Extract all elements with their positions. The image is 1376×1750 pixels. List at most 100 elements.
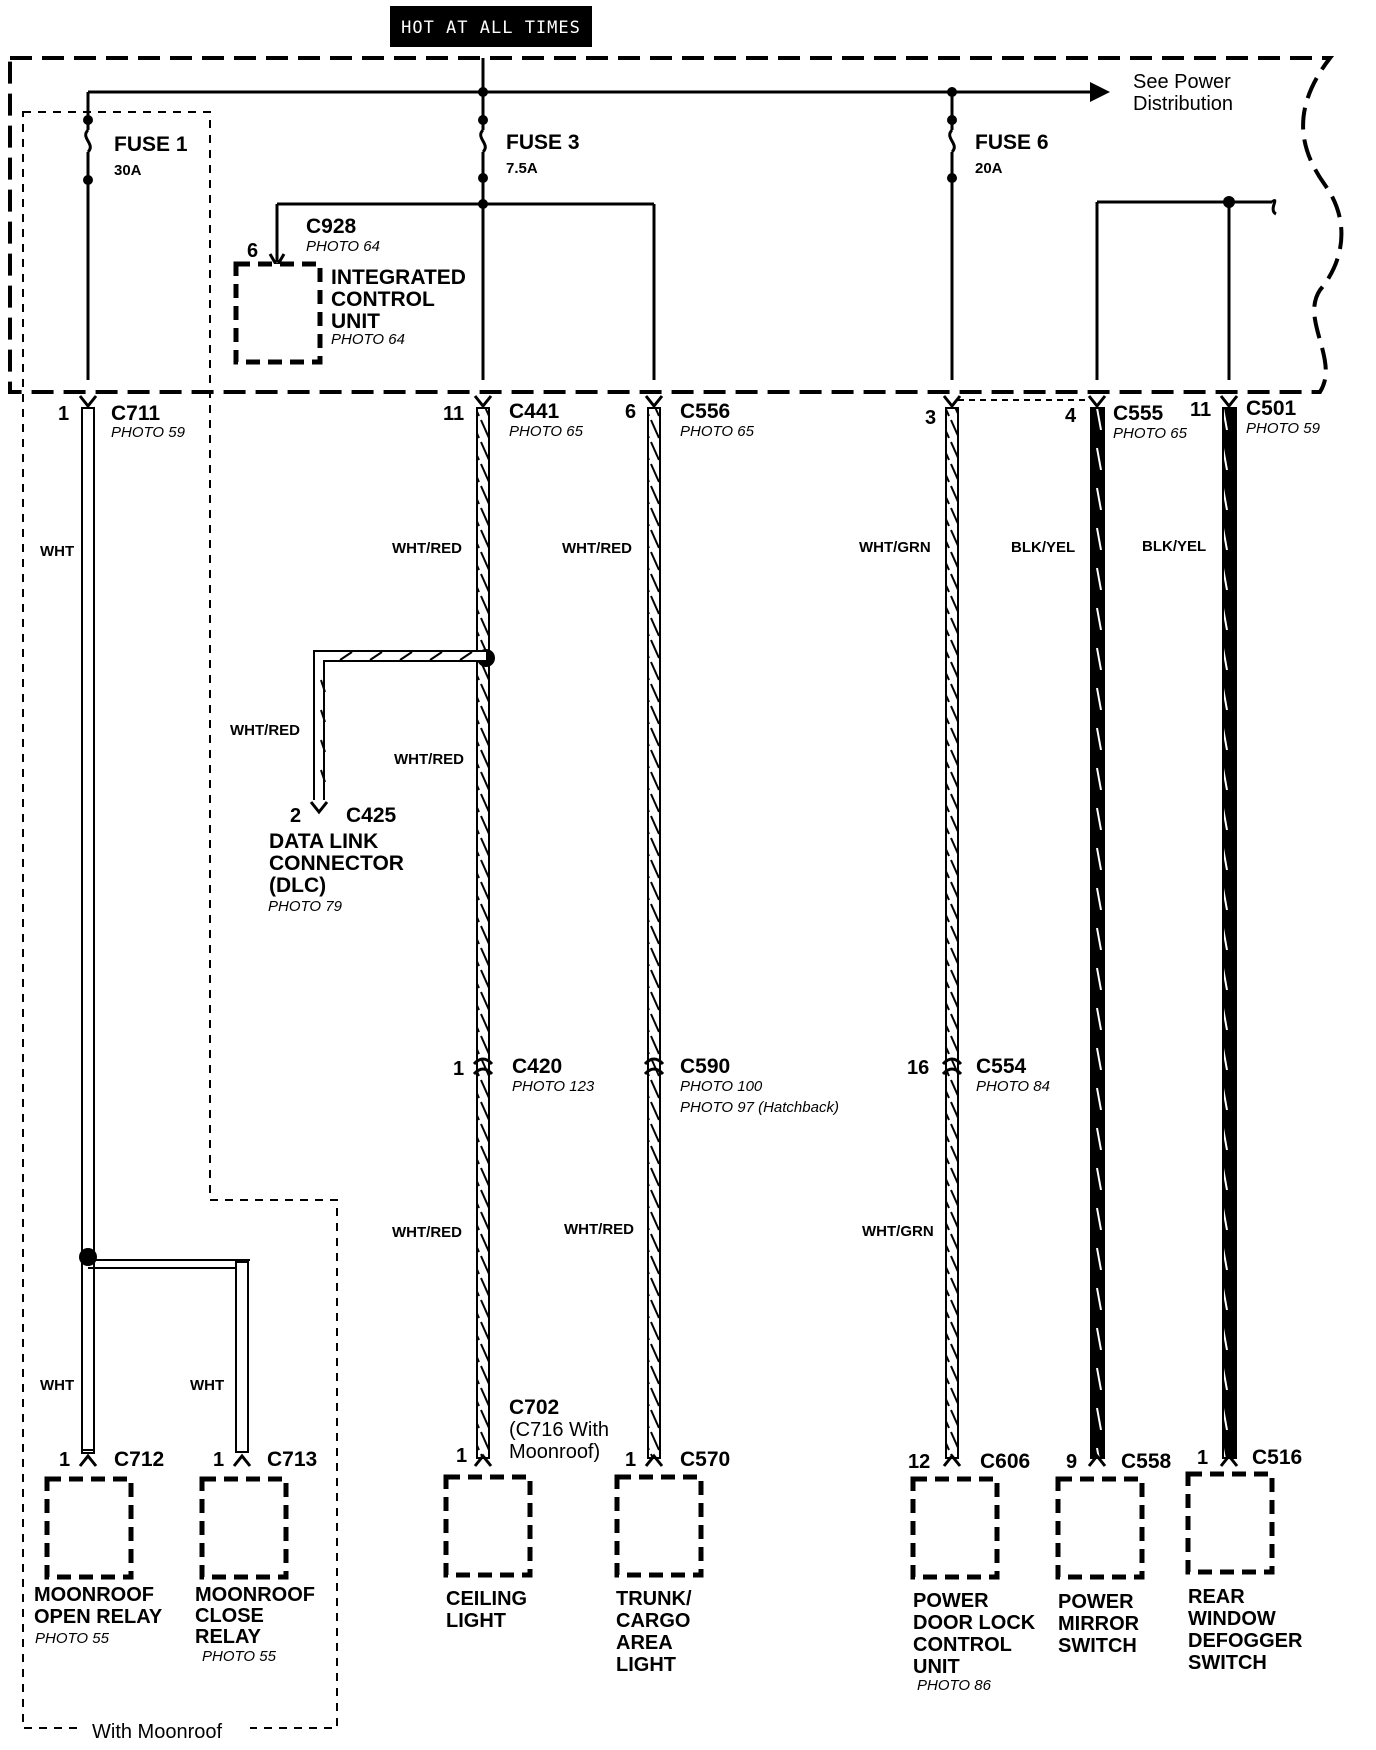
integrated-control-unit: C928 PHOTO 64 6 INTEGRATED CONTROL UNIT … (233, 215, 466, 365)
c711-name: C711 (111, 402, 160, 425)
icu-pin: 6 (247, 240, 258, 262)
fuse-6-name: FUSE 6 (975, 131, 1049, 154)
trunk-light-box (614, 1474, 704, 1578)
fuse-1-rating: 30A (114, 162, 142, 179)
close-relay-photo: PHOTO 55 (202, 1648, 277, 1665)
c702-extra-1: (C716 With (509, 1419, 609, 1441)
ceiling-light-label-1: CEILING (446, 1588, 527, 1610)
component-boxes (44, 1471, 1275, 1580)
dlc-label-3: (DLC) (269, 874, 326, 897)
fuse-6: FUSE 6 20A (947, 92, 1049, 380)
see-power-line2: Distribution (1133, 93, 1233, 115)
c712-name: C712 (114, 1448, 164, 1471)
c441-name: C441 (509, 400, 560, 423)
arrow-right-icon (1090, 82, 1110, 102)
c554-pin: 16 (907, 1057, 929, 1079)
label-wht-grn-1: WHT/GRN (859, 539, 931, 556)
c501-pin: 11 (1190, 399, 1211, 421)
header-title: HOT AT ALL TIMES (401, 18, 581, 38)
bottom-connector-labels: 1 C712 1 C713 1 C702 (C716 With Moonroof… (59, 1396, 1302, 1473)
close-relay-label-2: CLOSE (195, 1605, 264, 1627)
c702-extra-2: Moonroof) (509, 1441, 600, 1463)
defogger-label-1: REAR (1188, 1586, 1245, 1608)
wire-blk-yel-c501 (1222, 407, 1237, 1459)
label-blk-yel-1: BLK/YEL (1011, 539, 1075, 556)
data-link-connector: 2 C425 DATA LINK CONNECTOR (DLC) PHOTO 7… (268, 804, 404, 915)
fuse-6-rating: 20A (975, 160, 1003, 177)
door-lock-photo: PHOTO 86 (917, 1677, 992, 1694)
wire-wht-red-c441 (309, 407, 495, 1459)
icu-connector-photo: PHOTO 64 (306, 238, 380, 255)
bottom-connector-marks (78, 1453, 1239, 1467)
mid-connectors: 1 C420 PHOTO 123 C590 PHOTO 100 PHOTO 97… (453, 1055, 1050, 1116)
icu-label-photo: PHOTO 64 (331, 331, 405, 348)
power-bus (88, 58, 1110, 102)
moonroof-note-bg (80, 1714, 250, 1742)
c554-photo: PHOTO 84 (976, 1078, 1050, 1095)
close-relay-label-1: MOONROOF (195, 1584, 315, 1606)
label-wht-3: WHT (190, 1377, 224, 1394)
moonroof-close-relay-box (199, 1476, 289, 1580)
c554-name: C554 (976, 1055, 1027, 1078)
top-connector-marks (78, 395, 1239, 409)
label-wht-red-3: WHT/RED (394, 751, 464, 768)
label-wht-1: WHT (40, 543, 74, 560)
dlc-connector: C425 (346, 804, 397, 827)
dlc-label-2: CONNECTOR (269, 852, 404, 875)
c501-name: C501 (1246, 397, 1297, 420)
c558-pin: 9 (1066, 1451, 1077, 1473)
door-lock-label-1: POWER (913, 1590, 989, 1612)
c606-name: C606 (980, 1450, 1030, 1473)
icu-label-2: CONTROL (331, 288, 435, 311)
fuse-1: FUSE 1 30A (83, 92, 188, 380)
c713-pin: 1 (213, 1449, 224, 1471)
c555-photo: PHOTO 65 (1113, 425, 1188, 442)
power-mirror-switch-box (1055, 1476, 1145, 1580)
trunk-light-label-1: TRUNK/ (616, 1588, 692, 1610)
c570-pin: 1 (625, 1449, 636, 1471)
label-wht-grn-2: WHT/GRN (862, 1223, 934, 1240)
door-lock-label-2: DOOR LOCK (913, 1612, 1036, 1634)
defogger-label-2: WINDOW (1188, 1608, 1276, 1630)
c441-photo: PHOTO 65 (509, 423, 584, 440)
c420-pin: 1 (453, 1058, 464, 1080)
component-labels: MOONROOF OPEN RELAY PHOTO 55 MOONROOF CL… (34, 1584, 1303, 1694)
c516-name: C516 (1252, 1446, 1302, 1469)
dlc-pin: 2 (290, 805, 301, 827)
c590-name: C590 (680, 1055, 730, 1078)
mirror-defogger-feed (1095, 196, 1277, 380)
wire-wht-red-c556 (647, 407, 661, 1459)
close-relay-label-3: RELAY (195, 1626, 262, 1648)
trunk-light-label-3: AREA (616, 1632, 673, 1654)
c590-photo: PHOTO 100 (680, 1078, 763, 1095)
c711-photo: PHOTO 59 (111, 424, 186, 441)
hot-at-all-times-header: HOT AT ALL TIMES (390, 6, 592, 47)
c556-name: C556 (680, 400, 730, 423)
trunk-light-label-4: LIGHT (616, 1654, 676, 1676)
c556-photo: PHOTO 65 (680, 423, 755, 440)
c570-name: C570 (680, 1448, 730, 1471)
c516-pin: 1 (1197, 1447, 1208, 1469)
door-lock-label-3: CONTROL (913, 1634, 1012, 1656)
dlc-label-1: DATA LINK (269, 830, 378, 853)
icu-label-1: INTEGRATED (331, 266, 466, 289)
moonroof-note: With Moonroof (92, 1721, 222, 1743)
c702-pin: 1 (456, 1445, 467, 1467)
see-power-line1: See Power (1133, 71, 1231, 93)
door-lock-unit-box (910, 1476, 1000, 1580)
wire-wht-c711 (79, 407, 250, 1454)
open-relay-photo: PHOTO 55 (35, 1630, 110, 1647)
c713-name: C713 (267, 1448, 317, 1471)
moonroof-region-outline (22, 111, 338, 1729)
fuse-3-name: FUSE 3 (506, 131, 580, 154)
door-lock-label-4: UNIT (913, 1656, 960, 1678)
icu-connector: C928 (306, 215, 357, 238)
c555-pin: 4 (1065, 405, 1077, 427)
c606-pin: 12 (908, 1451, 930, 1473)
moonroof-open-relay-box (44, 1476, 134, 1580)
wire-wht-grn-c555 (945, 407, 959, 1459)
label-wht-2: WHT (40, 1377, 74, 1394)
wire-blk-yel-c555 (1090, 407, 1105, 1459)
fuse-3-rating: 7.5A (506, 160, 538, 177)
